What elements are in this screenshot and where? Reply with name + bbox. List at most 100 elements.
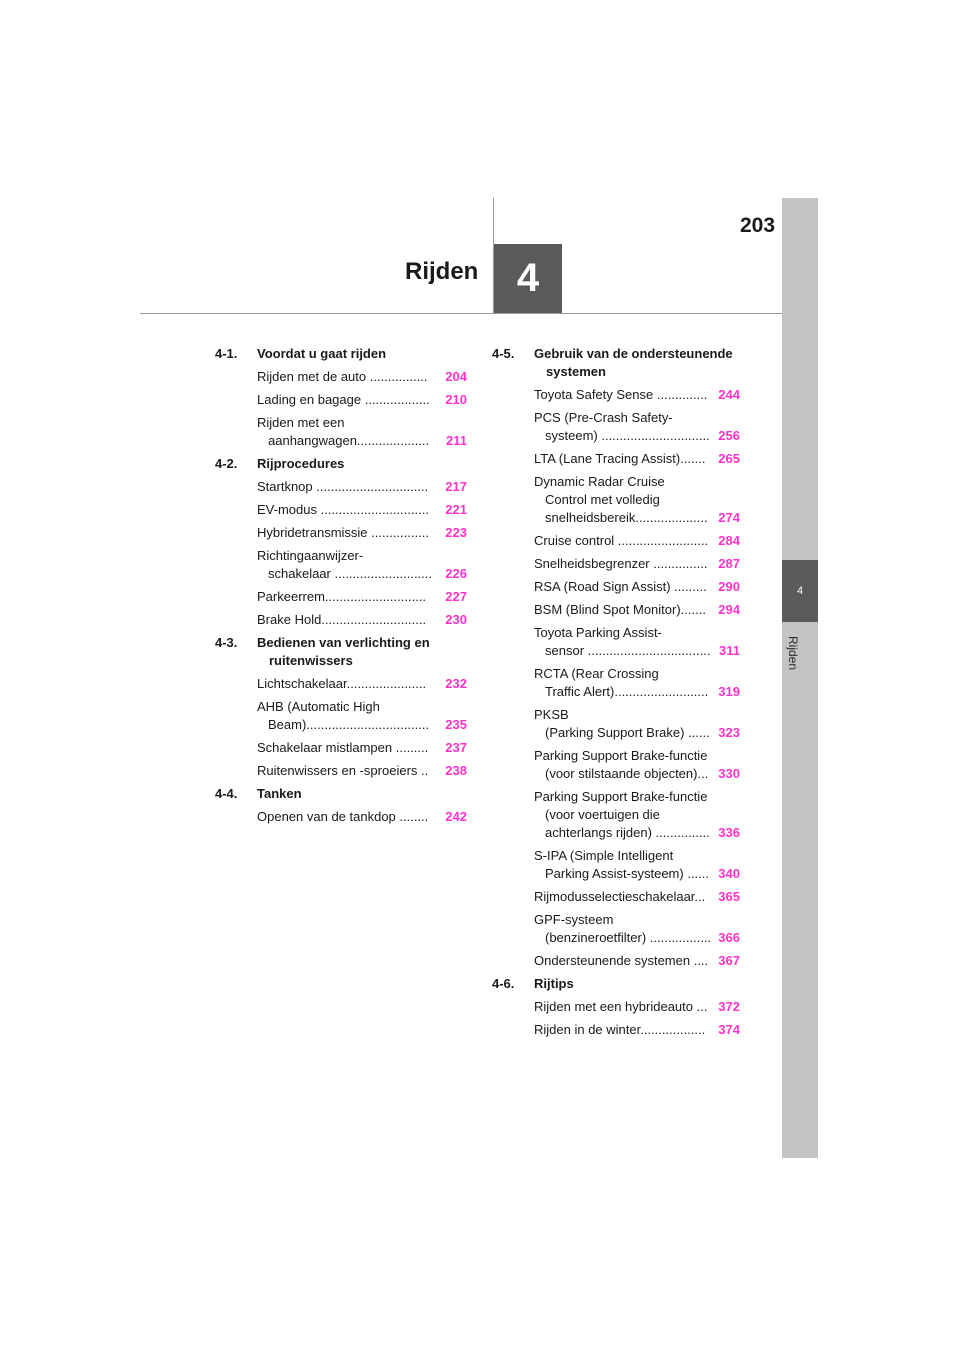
toc-entry-text[interactable]: S-IPA (Simple Intelligent Parking Assist… [534, 848, 709, 881]
side-tab-number-box[interactable]: 4 [782, 560, 818, 622]
toc-entry[interactable]: Rijden met een aanhangwagen.............… [257, 414, 467, 450]
toc-entry[interactable]: Ruitenwissers en -sproeiers .. 238 [257, 762, 467, 780]
toc-entry-page-link[interactable]: 223 [445, 525, 467, 540]
toc-entry-text[interactable]: EV-modus .............................. [257, 502, 429, 517]
toc-entry-page-link[interactable]: 235 [445, 717, 467, 732]
toc-entry-page-link[interactable]: 217 [445, 479, 467, 494]
toc-entry-text[interactable]: Rijden met de auto ................ [257, 369, 428, 384]
toc-entry[interactable]: Rijden met de auto ................ 204 [257, 368, 467, 386]
toc-entry-page-link[interactable]: 238 [445, 763, 467, 778]
side-tab[interactable] [782, 198, 818, 1158]
toc-entry-page-link[interactable]: 274 [718, 510, 740, 525]
toc-entry-text[interactable]: AHB (Automatic High Beam)...............… [257, 699, 430, 732]
toc-entry-text[interactable]: Brake Hold............................. [257, 612, 427, 627]
toc-entry-text[interactable]: RSA (Road Sign Assist) ......... [534, 579, 707, 594]
toc-entry-text[interactable]: Schakelaar mistlampen ......... [257, 740, 429, 755]
toc-entry[interactable]: AHB (Automatic High Beam)...............… [257, 698, 467, 734]
toc-entry-text[interactable]: PCS (Pre-Crash Safety- systeem) ........… [534, 410, 710, 443]
toc-entry[interactable]: EV-modus .............................. 2… [257, 501, 467, 519]
toc-entry-page-link[interactable]: 374 [718, 1022, 740, 1037]
toc-entry-page-link[interactable]: 221 [445, 502, 467, 517]
toc-entry-text[interactable]: Richtingaanwijzer- schakelaar ..........… [257, 548, 432, 581]
toc-entry-text[interactable]: PKSB (Parking Support Brake) ...... [534, 707, 710, 740]
toc-entry[interactable]: RSA (Road Sign Assist) ......... 290 [534, 578, 740, 596]
toc-entry[interactable]: Lading en bagage .................. 210 [257, 391, 467, 409]
toc-entry[interactable]: GPF-systeem (benzineroetfilter) ........… [534, 911, 740, 947]
toc-entry-page-link[interactable]: 227 [445, 589, 467, 604]
toc-entry-page-link[interactable]: 287 [718, 556, 740, 571]
toc-entry-text[interactable]: Rijden met een aanhangwagen.............… [257, 415, 430, 448]
toc-entry-page-link[interactable]: 294 [718, 602, 740, 617]
toc-entry-page-link[interactable]: 242 [445, 809, 467, 824]
toc-entry-page-link[interactable]: 366 [718, 930, 740, 945]
toc-entry-text[interactable]: Lichtschakelaar...................... [257, 676, 427, 691]
toc-entry[interactable]: Parkeerrem............................ 22… [257, 588, 467, 606]
toc-entry-text[interactable]: Rijden met een hybrideauto ... [534, 999, 708, 1014]
toc-entry[interactable]: BSM (Blind Spot Monitor)....... 294 [534, 601, 740, 619]
toc-entry-text[interactable]: Ondersteunende systemen .... [534, 953, 709, 968]
toc-entry[interactable]: Schakelaar mistlampen ......... 237 [257, 739, 467, 757]
toc-entry[interactable]: Brake Hold............................. 2… [257, 611, 467, 629]
toc-entry[interactable]: PCS (Pre-Crash Safety- systeem) ........… [534, 409, 740, 445]
toc-entry-text[interactable]: Parking Support Brake-functie (voor stil… [534, 748, 709, 781]
toc-entry[interactable]: Rijmodusselectieschakelaar... 365 [534, 888, 740, 906]
toc-entry[interactable]: S-IPA (Simple Intelligent Parking Assist… [534, 847, 740, 883]
toc-entry-page-link[interactable]: 372 [718, 999, 740, 1014]
toc-entry-page-link[interactable]: 340 [718, 866, 740, 881]
toc-entry-page-link[interactable]: 311 [719, 643, 740, 658]
toc-entry-text[interactable]: Rijden in de winter.................. [534, 1022, 706, 1037]
toc-entry-text[interactable]: Dynamic Radar Cruise Control met volledi… [534, 474, 708, 525]
toc-entry[interactable]: Hybridetransmissie ................ 223 [257, 524, 467, 542]
toc-entry[interactable]: Richtingaanwijzer- schakelaar ..........… [257, 547, 467, 583]
toc-entry-page-link[interactable]: 230 [445, 612, 467, 627]
toc-entry-page-link[interactable]: 265 [718, 451, 740, 466]
toc-entry[interactable]: LTA (Lane Tracing Assist).......265 [534, 450, 740, 468]
toc-entry-text[interactable]: Lading en bagage .................. [257, 392, 430, 407]
toc-entry-page-link[interactable]: 210 [445, 392, 467, 407]
toc-entry[interactable]: Rijden in de winter.................. 374 [534, 1021, 740, 1039]
toc-entry-text[interactable]: Toyota Safety Sense .............. [534, 387, 708, 402]
toc-entry[interactable]: Lichtschakelaar...................... 232 [257, 675, 467, 693]
toc-entry[interactable]: Snelheidsbegrenzer ............... 287 [534, 555, 740, 573]
toc-entry-text[interactable]: Hybridetransmissie ................ [257, 525, 429, 540]
toc-entry-page-link[interactable]: 330 [718, 766, 740, 781]
toc-entry[interactable]: Ondersteunende systemen .... 367 [534, 952, 740, 970]
toc-entry-page-link[interactable]: 284 [718, 533, 740, 548]
toc-entry-page-link[interactable]: 237 [445, 740, 467, 755]
toc-entry-text[interactable]: Cruise control ......................... [534, 533, 709, 548]
toc-entry-text[interactable]: GPF-systeem (benzineroetfilter) ........… [534, 912, 712, 945]
toc-entry[interactable]: Startknop ..............................… [257, 478, 467, 496]
toc-entry-text[interactable]: Snelheidsbegrenzer ............... [534, 556, 708, 571]
toc-entry-page-link[interactable]: 367 [718, 953, 740, 968]
toc-entry-text[interactable]: Openen van de tankdop ........ [257, 809, 429, 824]
toc-entry[interactable]: PKSB (Parking Support Brake) ...... 323 [534, 706, 740, 742]
toc-entry-text[interactable]: Ruitenwissers en -sproeiers .. [257, 763, 429, 778]
toc-entry[interactable]: Rijden met een hybrideauto ... 372 [534, 998, 740, 1016]
toc-entry[interactable]: Parking Support Brake-functie (voor stil… [534, 747, 740, 783]
toc-entry-text[interactable]: Parkeerrem............................ [257, 589, 427, 604]
toc-entry[interactable]: Toyota Safety Sense .............. 244 [534, 386, 740, 404]
toc-entry-text[interactable]: Parking Support Brake-functie (voor voer… [534, 789, 710, 840]
toc-entry-page-link[interactable]: 244 [718, 387, 740, 402]
toc-entry-text[interactable]: Toyota Parking Assist- sensor ..........… [534, 625, 711, 658]
toc-entry-text[interactable]: RCTA (Rear Crossing Traffic Alert)......… [534, 666, 709, 699]
toc-entry[interactable]: Cruise control .........................… [534, 532, 740, 550]
toc-entry-page-link[interactable]: 256 [718, 428, 740, 443]
toc-entry-text[interactable]: Startknop ..............................… [257, 479, 429, 494]
toc-entry-page-link[interactable]: 211 [446, 433, 467, 448]
toc-entry[interactable]: Parking Support Brake-functie (voor voer… [534, 788, 740, 842]
toc-entry-page-link[interactable]: 319 [718, 684, 740, 699]
toc-entry-page-link[interactable]: 226 [445, 566, 467, 581]
toc-entry[interactable]: Openen van de tankdop ........ 242 [257, 808, 467, 826]
toc-entry-page-link[interactable]: 232 [445, 676, 467, 691]
toc-entry-page-link[interactable]: 336 [718, 825, 740, 840]
toc-entry-text[interactable]: Rijmodusselectieschakelaar... [534, 889, 706, 904]
toc-entry[interactable]: Dynamic Radar Cruise Control met volledi… [534, 473, 740, 527]
toc-entry-page-link[interactable]: 290 [718, 579, 740, 594]
toc-entry-page-link[interactable]: 204 [445, 369, 467, 384]
toc-entry-page-link[interactable]: 365 [718, 889, 740, 904]
toc-entry-text[interactable]: BSM (Blind Spot Monitor)....... [534, 602, 706, 617]
toc-entry-page-link[interactable]: 323 [718, 725, 740, 740]
toc-entry[interactable]: RCTA (Rear Crossing Traffic Alert)......… [534, 665, 740, 701]
toc-entry[interactable]: Toyota Parking Assist- sensor ..........… [534, 624, 740, 660]
